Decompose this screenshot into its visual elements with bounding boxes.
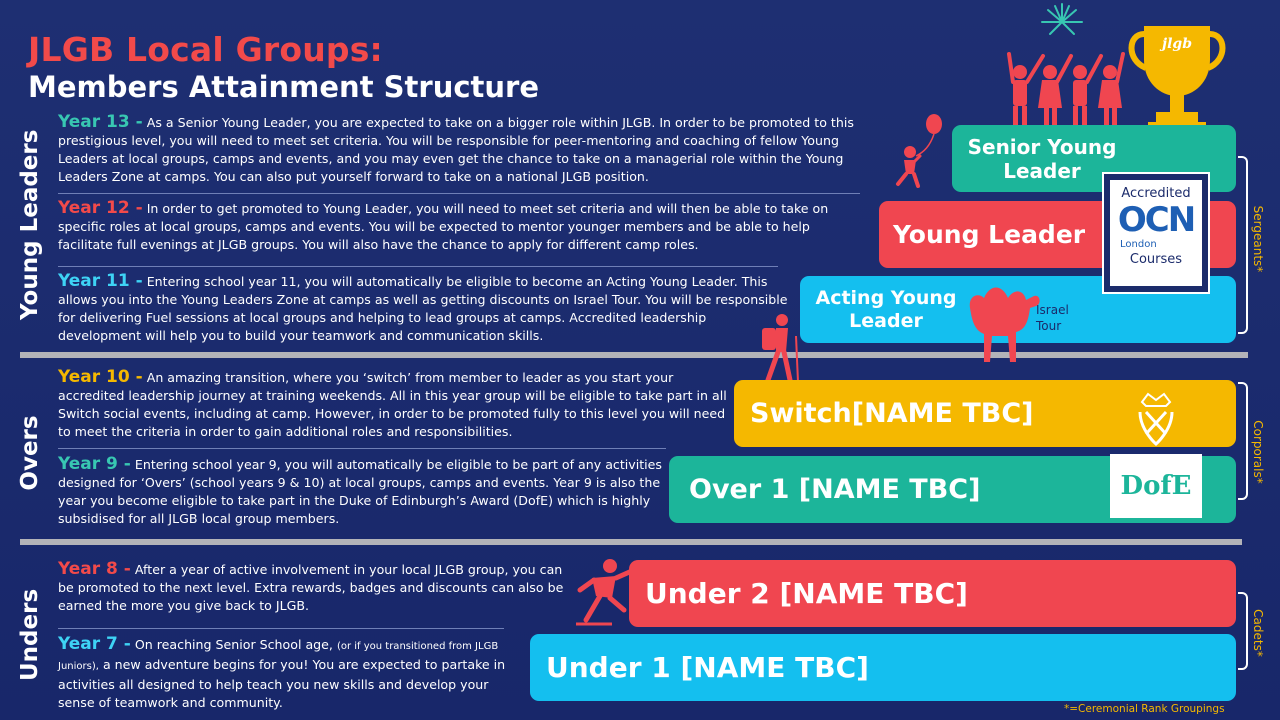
trophy-logo: jlgb — [1162, 36, 1192, 52]
under-1-label: Under 1 [NAME TBC] — [546, 651, 869, 684]
page-subtitle: Members Attainment Structure — [28, 70, 540, 104]
under-2-bar: Under 2 [NAME TBC] — [629, 560, 1236, 627]
year-11-paragraph: Year 11 - Entering school year 11, you w… — [58, 272, 793, 345]
year-7-text-a: On reaching Senior School age, — [134, 637, 333, 652]
year-12-paragraph: Year 12 - In order to get promoted to Yo… — [58, 199, 868, 254]
year-9-text: Entering school year 9, you will automat… — [58, 457, 662, 526]
ocn-accredited-badge: Accredited OCN London Courses — [1102, 172, 1210, 294]
switch-bar: Switch[NAME TBC] — [734, 380, 1236, 447]
year-7-text-small: (or if you transitioned from JLGB Junior… — [58, 641, 499, 672]
year-9-label: Year 9 - — [58, 454, 131, 474]
sergeants-label: Sergeants* — [1251, 205, 1265, 273]
balloon-person-icon — [896, 114, 942, 188]
page-title: JLGB Local Groups: — [28, 30, 383, 69]
section-label-young-leaders: Young Leaders — [17, 129, 43, 320]
israel-tour-label: Israel Tour — [1036, 303, 1069, 333]
year-8-paragraph: Year 8 - After a year of active involvem… — [58, 560, 580, 615]
year-10-paragraph: Year 10 - An amazing transition, where y… — [58, 368, 728, 441]
ocn-logo: OCN — [1117, 200, 1196, 240]
cadets-bracket — [1238, 592, 1248, 670]
section-separator — [20, 352, 1248, 358]
year-11-label: Year 11 - — [58, 271, 143, 291]
year-7-label: Year 7 - — [58, 634, 131, 654]
ocn-bottom-text: Courses — [1129, 252, 1183, 267]
year-12-text: In order to get promoted to Young Leader… — [58, 201, 829, 252]
cadets-label: Cadets* — [1251, 609, 1265, 657]
dofe-logo: DofE — [1110, 454, 1202, 518]
sergeants-bracket — [1238, 156, 1248, 334]
divider — [58, 628, 504, 629]
year-11-text: Entering school year 11, you will automa… — [58, 274, 788, 343]
section-label-unders: Unders — [17, 588, 43, 681]
section-separator — [20, 539, 1242, 545]
senior-young-leader-bar: Senior Young Leader — [952, 125, 1236, 192]
year-13-text: As a Senior Young Leader, you are expect… — [58, 115, 854, 184]
under-2-label: Under 2 [NAME TBC] — [645, 577, 968, 610]
year-7-paragraph: Year 7 - On reaching Senior School age, … — [58, 635, 520, 712]
senior-young-leader-label: Senior Young Leader — [967, 134, 1117, 183]
divider — [58, 266, 778, 267]
fireworks-icon — [1041, 3, 1083, 35]
footnote: *=Ceremonial Rank Groupings — [1064, 703, 1225, 715]
year-7-text-b: a new adventure begins for you! You are … — [58, 657, 506, 710]
year-12-label: Year 12 - — [58, 198, 143, 218]
year-13-label: Year 13 - — [58, 112, 143, 132]
young-leader-label: Young Leader — [893, 220, 1086, 249]
acting-young-leader-label: Acting Young Leader — [815, 286, 957, 332]
over-1-label: Over 1 [NAME TBC] — [689, 474, 981, 505]
cheering-people-icon — [1007, 52, 1125, 130]
year-10-label: Year 10 - — [58, 367, 143, 387]
year-10-text: An amazing transition, where you ‘switch… — [58, 370, 727, 439]
year-9-paragraph: Year 9 - Entering school year 9, you wil… — [58, 455, 663, 528]
ocn-top-text: Accredited — [1121, 186, 1191, 201]
corporals-label: Corporals* — [1251, 420, 1265, 484]
divider — [58, 448, 666, 449]
dofe-crest-icon — [1138, 392, 1174, 446]
divider — [58, 193, 860, 194]
year-8-label: Year 8 - — [58, 559, 131, 579]
ocn-sub-text: London — [1120, 239, 1157, 250]
camel-icon — [969, 287, 1040, 362]
year-13-paragraph: Year 13 - As a Senior Young Leader, you … — [58, 113, 878, 186]
section-label-overs: Overs — [17, 415, 43, 491]
under-1-bar: Under 1 [NAME TBC] — [530, 634, 1236, 701]
switch-label: Switch[NAME TBC] — [750, 398, 1034, 429]
hiker-icon — [762, 314, 799, 383]
year-8-text: After a year of active involvement in yo… — [58, 562, 564, 613]
corporals-bracket — [1238, 382, 1248, 500]
